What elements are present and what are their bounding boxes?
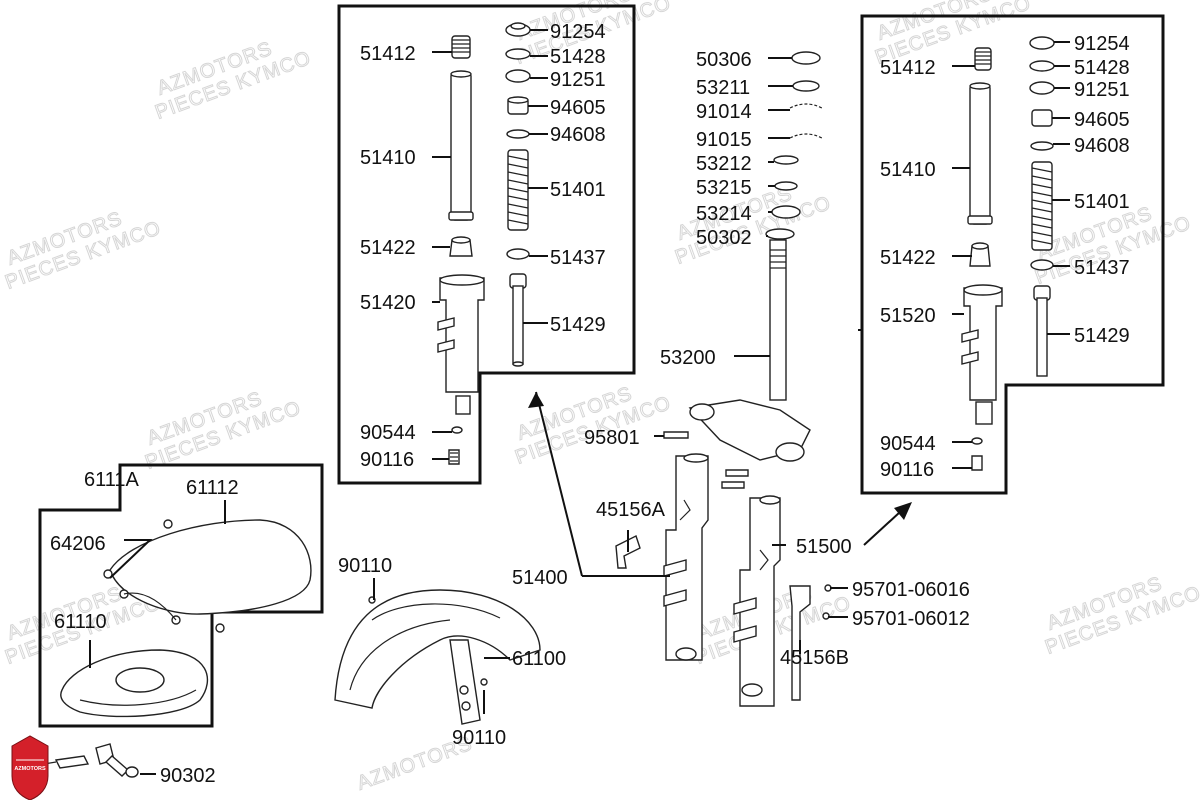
label-91251-right: 91251 [1074,79,1130,101]
label-51437-left: 51437 [550,247,606,269]
label-95701-06012: 95701-06012 [852,608,970,630]
label-51429-left: 51429 [550,314,606,336]
label-45156a: 45156A [596,499,666,521]
right-fork-parts [961,36,1055,471]
label-90110-bottom: 90110 [452,727,506,749]
label-51520: 51520 [880,305,936,327]
label-91014: 91014 [696,101,752,123]
label-90544-left: 90544 [360,422,416,444]
label-94608-left: 94608 [550,124,606,146]
label-90116-right: 90116 [880,459,934,481]
fork-assembly-left [663,453,709,661]
label-51429-right: 51429 [1074,325,1130,347]
logo-text: AZMOTORS [14,766,46,772]
label-95701-06016: 95701-06016 [852,579,970,601]
label-51420: 51420 [360,292,416,314]
label-91254-right: 91254 [1074,33,1130,55]
label-51428-left: 51428 [550,46,606,68]
label-45156b: 45156B [780,647,849,669]
leader-lines [89,29,1070,775]
left-fork-parts [437,22,531,465]
panel-6111a-box [38,463,324,728]
label-51410-left: 51410 [360,147,416,169]
label-51401-left: 51401 [550,179,606,201]
label-51428-right: 51428 [1074,57,1130,79]
label-90544-right: 90544 [880,433,936,455]
label-51410-right: 51410 [880,159,936,181]
label-61112: 61112 [186,477,239,499]
label-51401-right: 51401 [1074,191,1130,213]
label-91015: 91015 [696,129,752,151]
fork-assembly-right [733,495,781,707]
label-91254-left: 91254 [550,21,606,43]
label-90110-top: 90110 [338,555,392,577]
label-94608-right: 94608 [1074,135,1130,157]
label-6111a: 6111A [84,469,140,491]
label-51412-left: 51412 [360,43,416,65]
label-53200: 53200 [660,347,716,369]
label-51422-left: 51422 [360,237,416,259]
label-50302: 50302 [696,227,752,249]
label-90302: 90302 [160,765,216,787]
label-51422-right: 51422 [880,247,936,269]
label-53215: 53215 [696,177,752,199]
label-64206: 64206 [50,533,106,555]
label-51437-right: 51437 [1074,257,1130,279]
label-94605-right: 94605 [1074,109,1130,131]
left-fork-detail-box [337,4,636,485]
label-51500: 51500 [796,536,852,558]
label-53214: 53214 [696,203,752,225]
label-53211: 53211 [696,77,750,99]
label-91251-left: 91251 [550,69,606,91]
right-fork-detail-box [860,14,1165,495]
label-61100: 61100 [512,648,566,670]
label-50306: 50306 [696,49,752,71]
label-51412-right: 51412 [880,57,936,79]
label-51400: 51400 [512,567,568,589]
label-53212: 53212 [696,153,752,175]
label-95801: 95801 [584,427,640,449]
label-61110: 61110 [54,611,107,633]
azmotors-logo: AZMOTORS [11,735,49,800]
front-fender [334,589,541,725]
label-94605-left: 94605 [550,97,606,119]
steering-stem-parts [663,51,823,489]
panel-6111a-parts [60,519,312,718]
bolt-assembly-90302 [43,743,139,778]
label-90116-left: 90116 [360,449,414,471]
part-labels: 51412 51410 51422 51420 90544 90116 9125… [50,21,1130,787]
